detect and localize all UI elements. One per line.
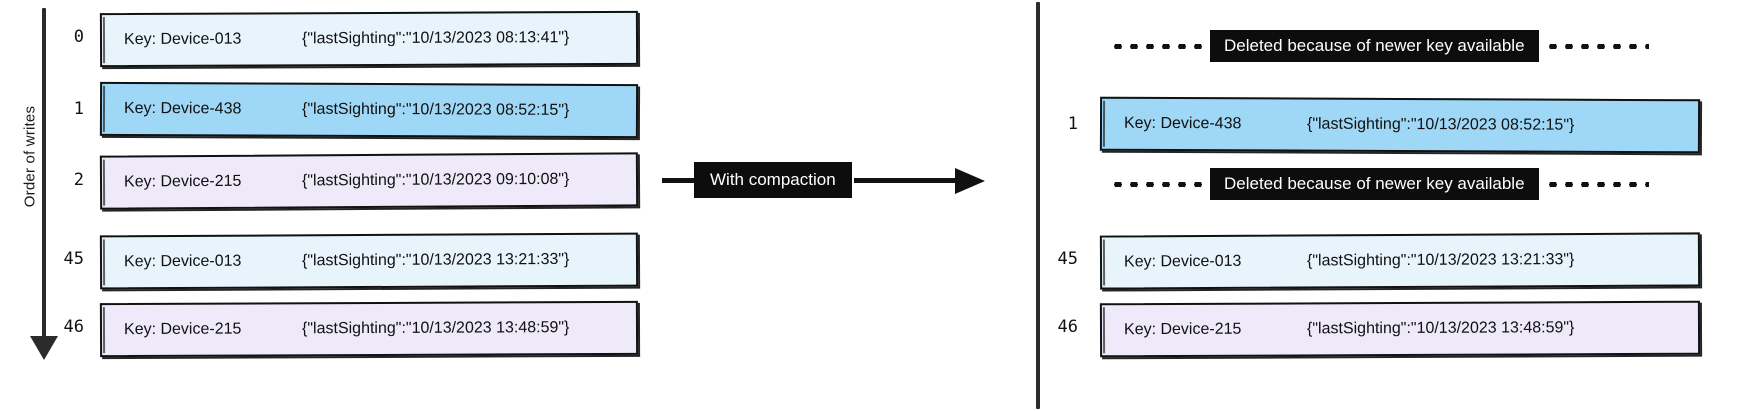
record-box: Key: Device-215 {"lastSighting":"10/13/2… [1099, 300, 1701, 358]
record-box: Key: Device-215 {"lastSighting":"10/13/2… [99, 300, 639, 358]
deleted-annotation: Deleted because of newer key available [1110, 168, 1649, 200]
row-index: 0 [73, 27, 84, 47]
row-index: 45 [63, 249, 84, 269]
down-arrow-icon [30, 336, 58, 360]
row-index: 1 [1067, 114, 1078, 134]
deleted-label: Deleted because of newer key available [1210, 30, 1539, 62]
record-key: Key: Device-013 [123, 252, 242, 271]
record-value: {"lastSighting":"10/13/2023 09:10:08"} [301, 170, 570, 190]
row-index: 46 [63, 317, 84, 337]
record-value: {"lastSighting":"10/13/2023 08:13:41"} [301, 29, 570, 48]
record-box: Key: Device-013 {"lastSighting":"10/13/2… [99, 10, 639, 68]
record-key: Key: Device-013 [1123, 252, 1242, 271]
deleted-label: Deleted because of newer key available [1210, 168, 1539, 200]
record-key: Key: Device-438 [1123, 114, 1242, 133]
row-index: 2 [73, 170, 84, 190]
dotted-line-right [1544, 181, 1649, 187]
row-index: 45 [1057, 249, 1078, 269]
order-of-writes-axis-line [42, 8, 46, 343]
panel-divider [1036, 2, 1040, 409]
order-of-writes-label: Order of writes [21, 105, 39, 208]
record-box: Key: Device-013 {"lastSighting":"10/13/2… [99, 232, 639, 290]
record-key: Key: Device-438 [123, 99, 242, 118]
row-index: 46 [1057, 317, 1078, 337]
right-arrow-icon [955, 168, 985, 194]
record-box: Key: Device-013 {"lastSighting":"10/13/2… [1099, 232, 1701, 290]
record-value: {"lastSighting":"10/13/2023 13:48:59"} [1306, 319, 1575, 338]
record-value: {"lastSighting":"10/13/2023 13:21:33"} [301, 250, 570, 270]
dotted-line-right [1544, 43, 1649, 49]
record-value: {"lastSighting":"10/13/2023 13:21:33"} [1306, 251, 1575, 270]
dotted-line-left [1110, 181, 1206, 187]
record-key: Key: Device-215 [123, 320, 242, 339]
record-key: Key: Device-215 [1123, 320, 1242, 339]
record-value: {"lastSighting":"10/13/2023 13:48:59"} [301, 319, 570, 338]
record-box: Key: Device-215 {"lastSighting":"10/13/2… [99, 152, 639, 210]
row-index: 1 [73, 99, 84, 119]
record-key: Key: Device-215 [123, 172, 242, 191]
record-value: {"lastSighting":"10/13/2023 08:52:15"} [301, 100, 570, 119]
record-key: Key: Device-013 [123, 30, 242, 49]
record-value: {"lastSighting":"10/13/2023 08:52:15"} [1306, 115, 1575, 134]
compaction-arrow-tail [854, 178, 958, 183]
with-compaction-label: With compaction [694, 162, 852, 198]
deleted-annotation: Deleted because of newer key available [1110, 30, 1649, 62]
record-box: Key: Device-438 {"lastSighting":"10/13/2… [1099, 96, 1701, 154]
record-box: Key: Device-438 {"lastSighting":"10/13/2… [99, 81, 639, 139]
dotted-line-left [1110, 43, 1206, 49]
